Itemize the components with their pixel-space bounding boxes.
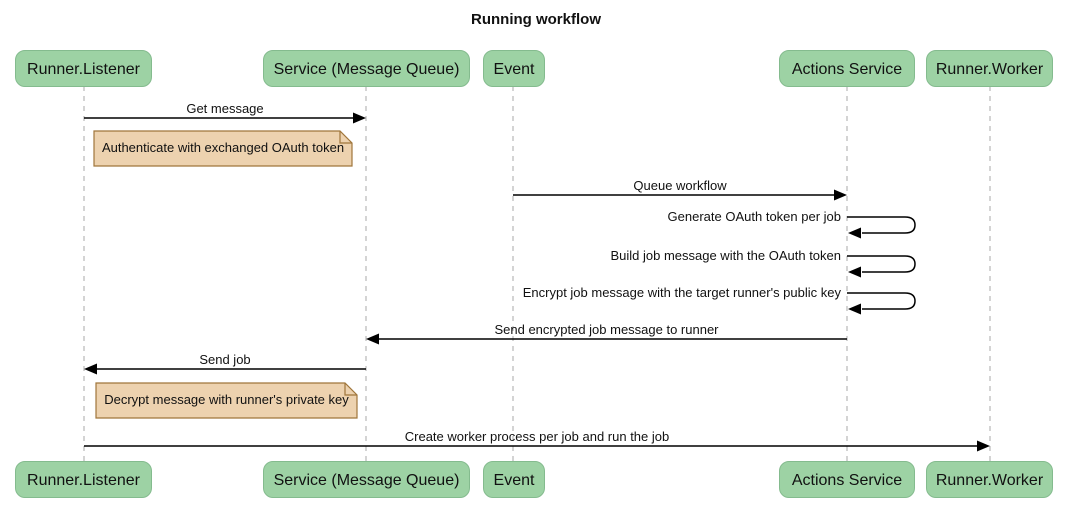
note-fold-authenticate xyxy=(339,131,352,144)
message-label-queue-workflow: Queue workflow xyxy=(633,178,727,193)
message-label-send-encrypted-job-message: Send encrypted job message to runner xyxy=(494,322,719,337)
participant-event-top: Event xyxy=(483,50,545,87)
participant-runner-worker-bottom: Runner.Worker xyxy=(926,461,1053,498)
message-label-get-message: Get message xyxy=(186,101,264,116)
message-label-generate-oauth-token: Generate OAuth token per job xyxy=(667,209,841,224)
participant-actions-service-top: Actions Service xyxy=(779,50,915,87)
participant-service-message-queue-bottom: Service (Message Queue) xyxy=(263,461,470,498)
note-fold-decrypt xyxy=(344,383,357,396)
arrowhead-create-worker-process xyxy=(977,440,990,452)
message-label-send-job: Send job xyxy=(199,352,251,367)
note-shape-decrypt xyxy=(95,382,358,419)
arrowhead-generate-oauth-token xyxy=(848,227,861,239)
arrowhead-send-job xyxy=(84,363,97,375)
message-label-encrypt-job-message: Encrypt job message with the target runn… xyxy=(522,285,841,300)
selfloop-build-job-message xyxy=(847,255,916,273)
participant-runner-listener-top: Runner.Listener xyxy=(15,50,152,87)
arrowhead-queue-workflow xyxy=(834,189,847,201)
note-text-decrypt: Decrypt message with runner's private ke… xyxy=(104,392,349,407)
message-label-build-job-message: Build job message with the OAuth token xyxy=(610,248,841,263)
participant-actions-service-bottom: Actions Service xyxy=(779,461,915,498)
diagram-title: Running workflow xyxy=(471,11,601,28)
selfloop-encrypt-job-message xyxy=(847,292,916,310)
arrowhead-send-encrypted-job-message xyxy=(366,333,379,345)
participant-event-bottom: Event xyxy=(483,461,545,498)
selfloop-generate-oauth-token xyxy=(847,216,916,234)
note-shape-authenticate xyxy=(93,130,353,167)
note-text-authenticate: Authenticate with exchanged OAuth token xyxy=(101,140,345,155)
arrowhead-encrypt-job-message xyxy=(848,303,861,315)
arrowhead-get-message xyxy=(353,112,366,124)
arrowhead-build-job-message xyxy=(848,266,861,278)
participant-service-message-queue-top: Service (Message Queue) xyxy=(263,50,470,87)
message-label-create-worker-process: Create worker process per job and run th… xyxy=(404,429,670,444)
participant-runner-worker-top: Runner.Worker xyxy=(926,50,1053,87)
participant-runner-listener-bottom: Runner.Listener xyxy=(15,461,152,498)
